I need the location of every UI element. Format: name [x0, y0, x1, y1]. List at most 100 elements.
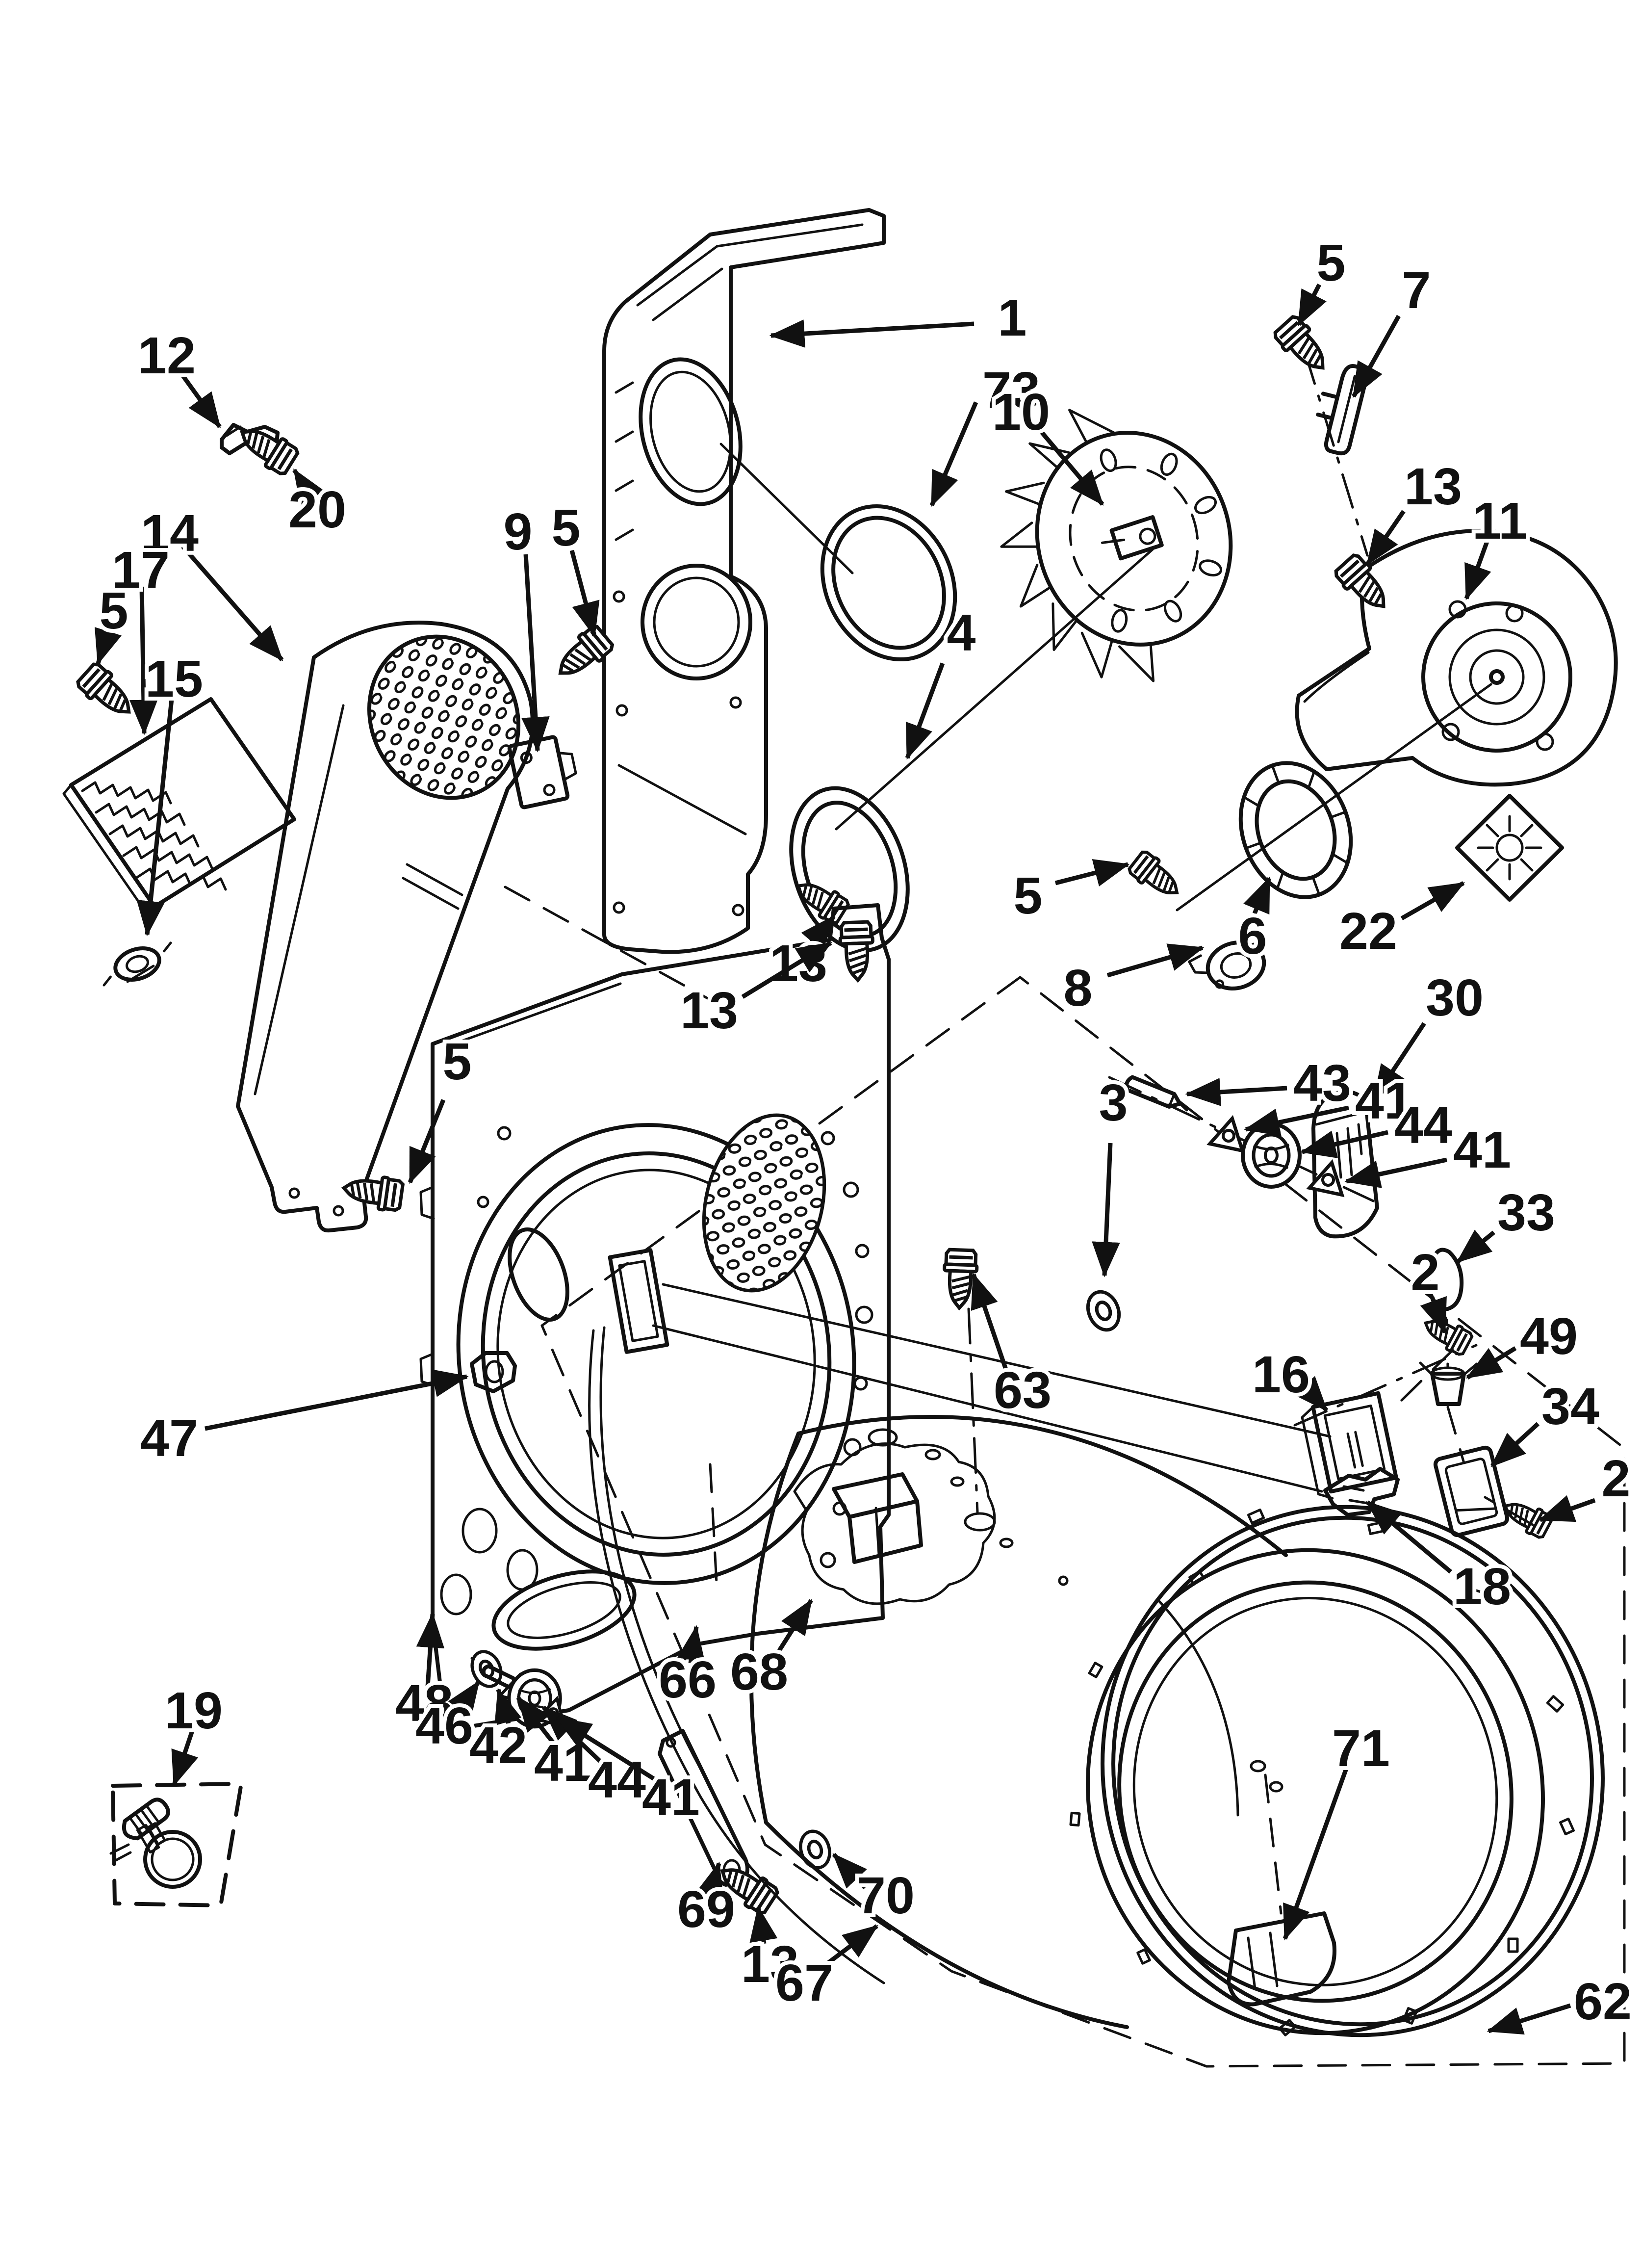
- leader-arrow-67: [820, 1924, 878, 1970]
- leader-arrow-2: [1420, 1296, 1447, 1334]
- callout-number-13: 13: [1404, 458, 1462, 516]
- callout-number-62: 62: [1574, 1973, 1632, 2031]
- callout-49: 49: [1465, 1303, 1582, 1380]
- leader-arrow-13: [749, 1905, 778, 1944]
- leader-arrow-66: [677, 1625, 705, 1664]
- part-washer-3: [1082, 1287, 1125, 1335]
- callout-19: 19: [161, 1678, 227, 1787]
- callout-number-2: 2: [1602, 1450, 1631, 1508]
- part-screw-13-mid: [791, 874, 850, 926]
- leader-arrow-71: [1283, 1768, 1349, 1941]
- callout-number-5: 5: [1014, 867, 1043, 925]
- callout-6: 6: [1234, 876, 1272, 969]
- part-belt-clip-7: [1316, 364, 1368, 456]
- leader-arrow-6: [1243, 876, 1272, 915]
- callout-number-47: 47: [140, 1409, 198, 1467]
- callout-48: 48: [391, 1612, 457, 1736]
- callout-18: 18: [1366, 1500, 1515, 1619]
- leader-arrow-2: [1538, 1495, 1596, 1522]
- leader-arrow-4: [905, 662, 945, 760]
- part-lens-34: [1433, 1445, 1510, 1538]
- leader-arrow-34: [1490, 1422, 1540, 1468]
- leader-arrow-8: [1106, 943, 1205, 978]
- callout-number-30: 30: [1426, 969, 1484, 1027]
- callout-number-15: 15: [145, 650, 203, 708]
- callout-number-68: 68: [730, 1643, 788, 1701]
- callout-41: 41: [1344, 1117, 1515, 1188]
- part-screw-5-bulkhead: [342, 1172, 404, 1212]
- leader-arrow-13: [801, 915, 836, 951]
- leader-arrow-5: [95, 627, 122, 665]
- callout-number-8: 8: [1064, 959, 1093, 1017]
- part-front-panel-66: [588, 1326, 885, 1984]
- callout-20: 20: [284, 468, 350, 543]
- part-drum-front-rim: [1086, 1548, 1545, 2035]
- part-thermostat-15: [103, 941, 172, 987]
- part-screw-5-left: [75, 661, 140, 724]
- leader-arrow-41: [1244, 1105, 1349, 1137]
- callout-number-2: 2: [1411, 1244, 1440, 1302]
- leader-arrow-68: [775, 1598, 813, 1656]
- callout-66: 66: [655, 1625, 720, 1713]
- callout-30: 30: [1372, 965, 1488, 1101]
- leader-arrow-18: [1366, 1500, 1452, 1574]
- callout-number-5: 5: [100, 582, 128, 640]
- callout-13: 13: [766, 915, 836, 996]
- part-blower-wheel-10: [1000, 409, 1233, 682]
- leader-arrow-5: [1054, 859, 1130, 886]
- part-drum-assembly: [749, 1414, 1605, 2037]
- part-duct-seal-73: [820, 504, 957, 662]
- leader-arrow-17: [129, 586, 158, 735]
- leader-arrow-11: [1464, 541, 1491, 600]
- leader-arrow-63: [971, 1273, 1011, 1378]
- callout-number-5: 5: [443, 1033, 472, 1091]
- callout-15: 15: [136, 646, 207, 937]
- callout-number-17: 17: [112, 541, 170, 599]
- leader-arrow-13: [1365, 510, 1406, 566]
- part-blower-housing-11: [1176, 528, 1618, 912]
- callout-2: 2: [1538, 1446, 1634, 1522]
- callout-number-16: 16: [1252, 1346, 1310, 1404]
- leader-arrow-14: [180, 545, 284, 661]
- callout-8: 8: [1060, 943, 1205, 1021]
- callout-62: 62: [1487, 1969, 1636, 2035]
- callout-number-44: 44: [1394, 1096, 1452, 1154]
- leader-arrow-22: [1400, 881, 1465, 920]
- callout-12: 12: [134, 323, 222, 428]
- leader-arrow-30: [1372, 1022, 1426, 1101]
- part-clip-18: [1323, 1467, 1400, 1517]
- leader-arrow-62: [1487, 2003, 1571, 2035]
- callout-47: 47: [136, 1369, 469, 1471]
- leader-arrow-10: [1037, 427, 1104, 506]
- callout-number-13: 13: [741, 1935, 799, 1993]
- callout-16: 16: [1248, 1342, 1329, 1412]
- part-heater-box-17: [62, 697, 296, 917]
- callout-68: 68: [726, 1598, 813, 1705]
- callout-number-9: 9: [504, 503, 533, 561]
- callout-number-66: 66: [659, 1651, 717, 1709]
- callout-46: 46: [411, 1680, 481, 1759]
- callout-number-12: 12: [138, 327, 196, 385]
- part-thermal-fuse-8: [1188, 940, 1266, 991]
- callout-44: 44: [1300, 1093, 1456, 1158]
- callout-9: 9: [500, 499, 550, 753]
- callout-number-3: 3: [1099, 1074, 1128, 1132]
- callout-number-13: 13: [680, 982, 738, 1040]
- callout-number-33: 33: [1497, 1184, 1555, 1242]
- callout-13: 13: [676, 941, 833, 1043]
- leader-arrow-43: [1185, 1078, 1287, 1106]
- callout-4: 4: [905, 600, 980, 760]
- callout-number-11: 11: [1472, 492, 1527, 550]
- part-screw-13-bulkhead: [840, 922, 874, 981]
- callout-5: 5: [1296, 230, 1349, 327]
- leader-arrow-3: [1092, 1143, 1120, 1277]
- callout-number-18: 18: [1453, 1558, 1511, 1616]
- callout-number-4: 4: [947, 604, 976, 662]
- callout-number-22: 22: [1339, 902, 1397, 960]
- callout-1: 1: [769, 285, 1030, 351]
- leader-arrow-49: [1465, 1346, 1517, 1380]
- callout-number-49: 49: [1520, 1307, 1578, 1365]
- callout-5: 5: [95, 578, 132, 665]
- callout-7: 7: [1352, 258, 1435, 398]
- leader-arrow-13: [741, 941, 833, 999]
